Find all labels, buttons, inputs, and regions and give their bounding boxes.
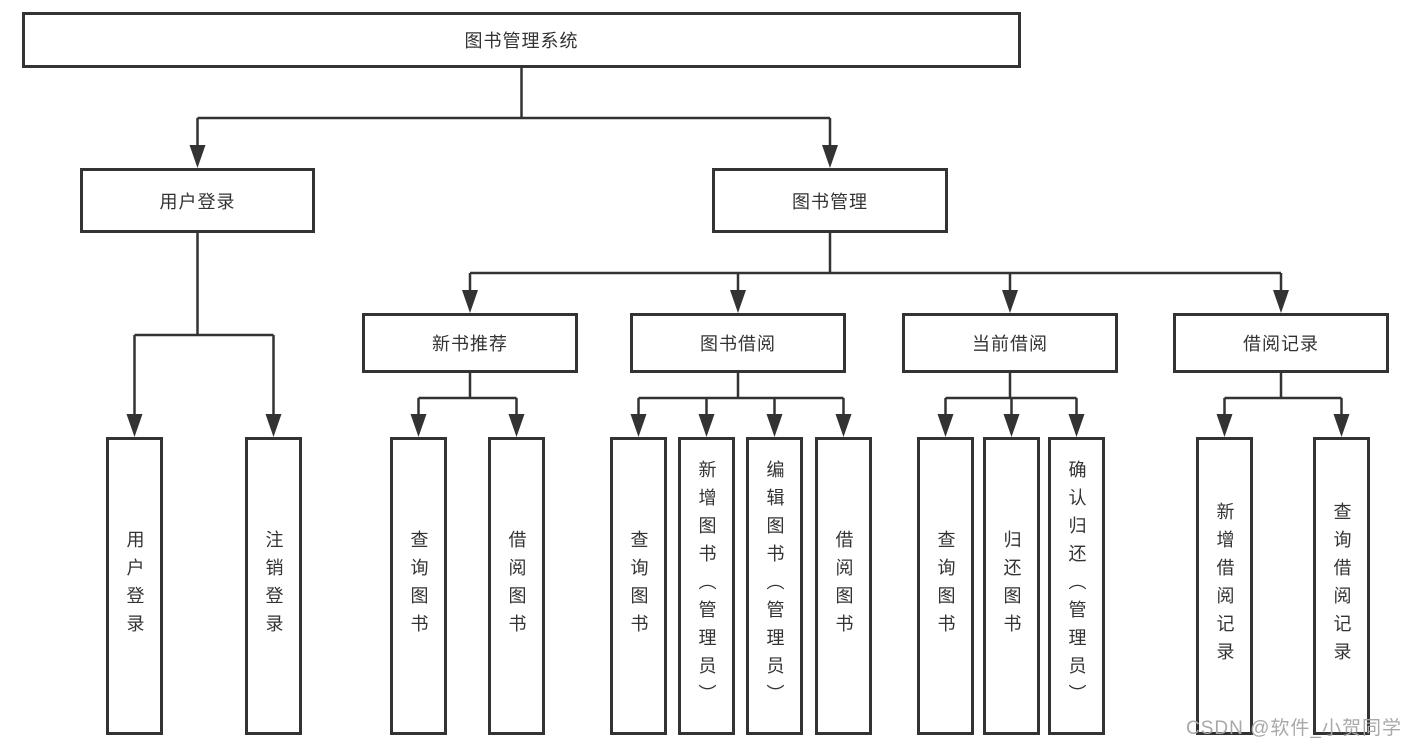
arrow-down-icon (835, 414, 852, 437)
leaf-confirm-return-admin: 确认归还（管理员） (1048, 437, 1105, 735)
leaf-add-book-admin: 新增图书（管理员） (678, 437, 735, 735)
leaf-logout: 注销登录 (245, 437, 302, 735)
node-system-root: 图书管理系统 (22, 12, 1021, 68)
connector-root-to-level2 (196, 68, 832, 150)
leaf-query-books-1: 查询图书 (390, 437, 447, 735)
arrow-down-icon (698, 414, 715, 437)
arrow-down-icon (630, 414, 647, 437)
arrow-down-icon (1333, 414, 1350, 437)
connector-records-to-leaves (1223, 373, 1343, 420)
arrow-down-icon (462, 290, 478, 313)
leaf-add-borrow-record: 新增借阅记录 (1196, 437, 1253, 735)
leaf-borrow-books-2: 借阅图书 (815, 437, 872, 735)
arrow-down-icon (1003, 414, 1020, 437)
leaf-query-books-3: 查询图书 (917, 437, 974, 735)
leaf-user-login: 用户登录 (106, 437, 163, 735)
arrow-down-icon (1216, 414, 1233, 437)
arrow-down-icon (937, 414, 954, 437)
leaf-return-book: 归还图书 (983, 437, 1040, 735)
arrow-down-icon (508, 414, 525, 437)
connector-login-to-leaves (133, 233, 275, 420)
arrow-down-icon (410, 414, 427, 437)
leaf-borrow-books-1: 借阅图书 (488, 437, 545, 735)
arrow-down-icon (766, 414, 783, 437)
arrow-down-icon (730, 290, 746, 313)
leaf-edit-book-admin: 编辑图书（管理员） (746, 437, 803, 735)
node-borrow-records: 借阅记录 (1173, 313, 1389, 373)
node-book-borrow: 图书借阅 (630, 313, 846, 373)
connector-bookmgmt-to-level3 (468, 233, 1283, 296)
arrow-down-icon (822, 145, 838, 168)
connector-newbooks-to-leaves (417, 373, 518, 420)
arrow-down-icon (1002, 290, 1018, 313)
arrow-down-icon (265, 414, 282, 437)
node-book-management: 图书管理 (712, 168, 948, 233)
connector-current-to-leaves (944, 373, 1078, 420)
arrow-down-icon (126, 414, 143, 437)
leaf-query-books-2: 查询图书 (610, 437, 667, 735)
node-current-borrow: 当前借阅 (902, 313, 1118, 373)
connector-borrow-to-leaves (637, 373, 845, 420)
node-user-login: 用户登录 (80, 168, 315, 233)
arrow-down-icon (1273, 290, 1289, 313)
node-new-book-recommend: 新书推荐 (362, 313, 578, 373)
arrow-down-icon (189, 145, 206, 168)
arrow-down-icon (1068, 414, 1085, 437)
leaf-query-borrow-record: 查询借阅记录 (1313, 437, 1370, 735)
csdn-watermark: CSDN @软件_小贺同学 (1186, 718, 1402, 739)
